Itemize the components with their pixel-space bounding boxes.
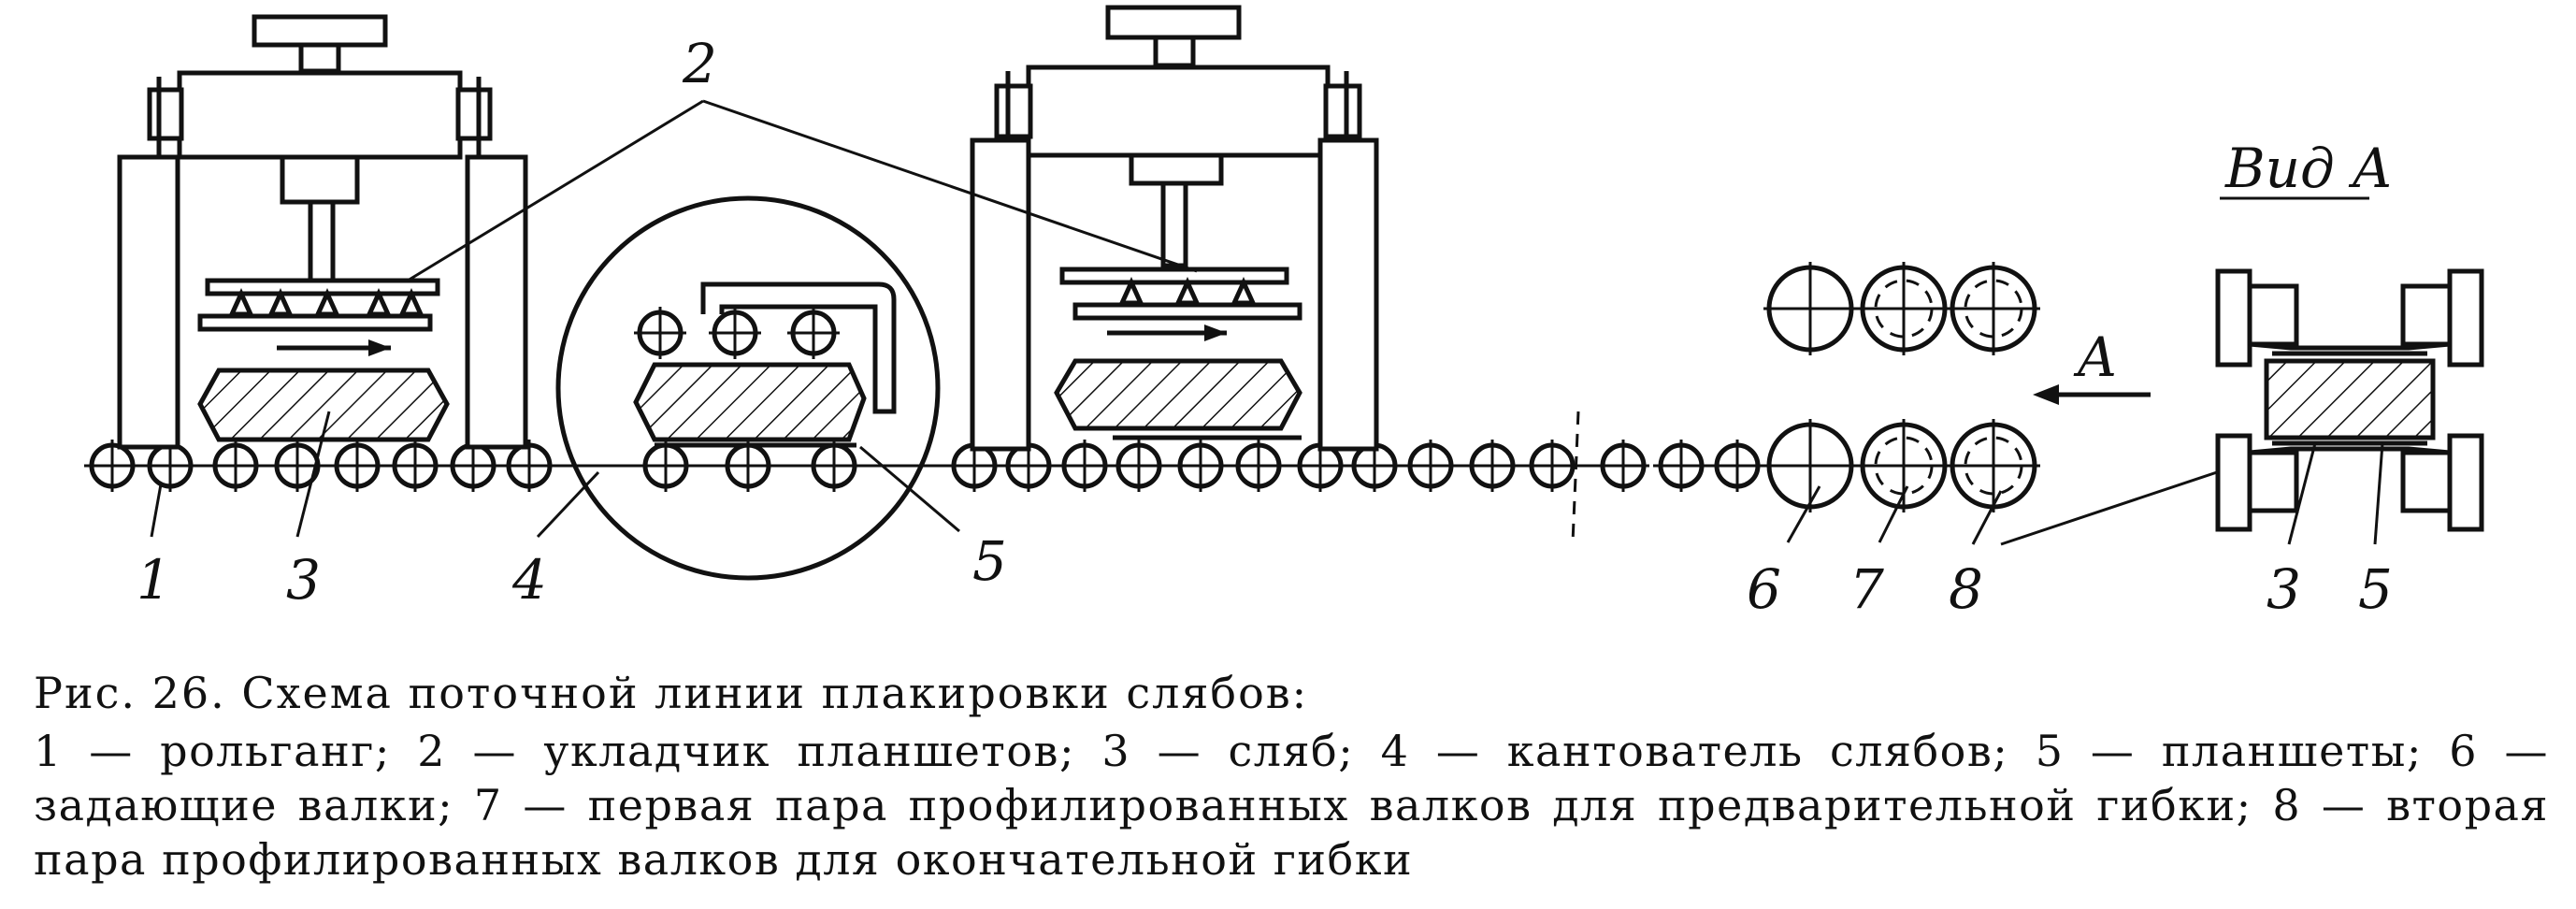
profiled-roll-top-1 — [1857, 262, 1950, 355]
label-7: 7 — [1849, 557, 1884, 621]
part-labels: 2 1 3 4 5 6 7 8 3 5 — [137, 32, 2393, 621]
view-a-detail: Вид А — [2215, 137, 2484, 532]
slab-turnover-device — [555, 195, 941, 581]
turnover-roller — [722, 440, 774, 492]
profiled-roll-7 — [1857, 419, 1950, 512]
roller — [389, 440, 441, 492]
diagram-svg: A Вид А 2 1 3 4 — [84, 5, 2484, 621]
turnover-rollers — [634, 307, 860, 492]
profiled-roll-8-profile — [1964, 436, 2023, 496]
roller — [331, 440, 383, 492]
leader-lines — [150, 99, 2384, 546]
roller — [271, 440, 324, 492]
caption-legend: 1 — рольганг; 2 — укладчик планшетов; 3 … — [34, 726, 2549, 885]
roller — [1655, 440, 1707, 492]
turnover-roller — [787, 307, 840, 359]
plate-stacker-left — [117, 14, 528, 450]
roller — [1174, 440, 1227, 492]
label-1: 1 — [137, 548, 171, 612]
roller-table-rollers — [86, 440, 1763, 492]
arrow-a-label: A — [2073, 325, 2117, 389]
label-2: 2 — [682, 32, 717, 95]
profiled-roll-top-2-profile — [1964, 279, 2023, 339]
roller — [144, 440, 196, 492]
label-5-view-a: 5 — [2358, 557, 2393, 621]
roller — [1232, 440, 1285, 492]
roller — [503, 440, 555, 492]
label-5: 5 — [972, 529, 1007, 593]
turnover-roller — [808, 440, 860, 492]
profiled-roll-top-2 — [1947, 262, 2040, 355]
profiled-roll-7-profile — [1874, 436, 1934, 496]
view-a-title: Вид А — [2224, 137, 2393, 200]
roller — [1711, 440, 1763, 492]
label-8: 8 — [1949, 557, 1983, 621]
label-4: 4 — [511, 548, 547, 612]
feed-roll-6 — [1763, 419, 1857, 512]
label-6: 6 — [1747, 557, 1781, 621]
bending-rolls — [1763, 262, 2040, 512]
view-direction-arrow: A — [2033, 325, 2151, 405]
roller — [447, 440, 499, 492]
label-3-view-a: 3 — [2267, 557, 2301, 621]
plate-stacker-right — [970, 5, 1379, 452]
roller — [1404, 440, 1457, 492]
caption-title: Рис. 26. Схема поточной линии плакировки… — [34, 668, 1309, 718]
process-line-diagram: A Вид А 2 1 3 4 — [84, 5, 2484, 621]
turnover-roller — [634, 307, 686, 359]
profiled-roll-top-1-profile — [1874, 279, 1934, 339]
roller — [1058, 440, 1111, 492]
roller — [209, 440, 262, 492]
roller — [1526, 440, 1578, 492]
label-3: 3 — [286, 548, 321, 612]
roller — [1113, 440, 1165, 492]
guide-roll-top — [1763, 262, 1857, 355]
turnover-roller — [709, 307, 761, 359]
roller — [1597, 440, 1649, 492]
roller — [86, 440, 138, 492]
profiled-roll-8 — [1947, 419, 2040, 512]
turnover-roller — [640, 440, 692, 492]
figure-caption: Рис. 26. Схема поточной линии плакировки… — [34, 666, 2549, 887]
roller — [1466, 440, 1518, 492]
